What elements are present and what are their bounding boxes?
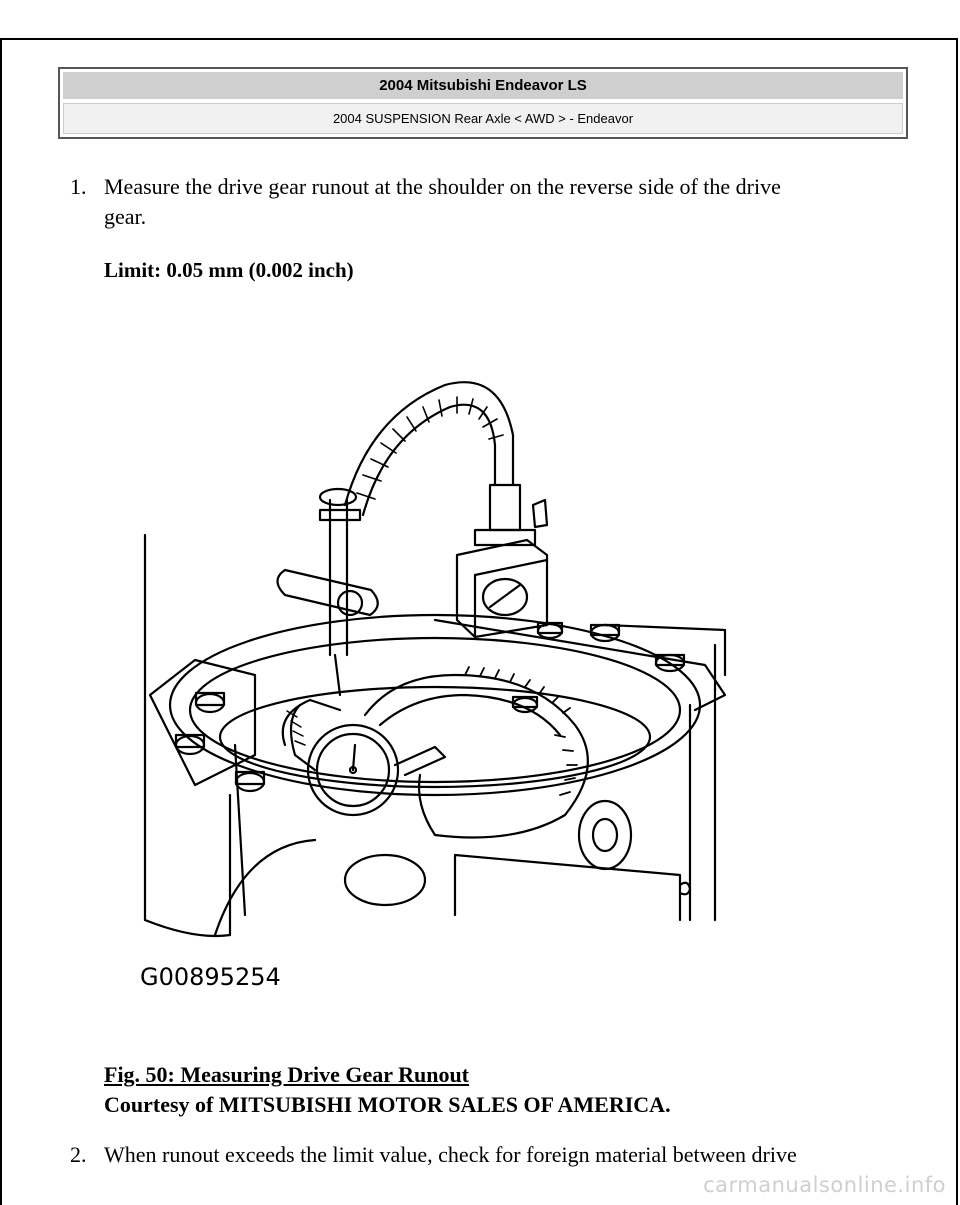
figure-code: G00895254 <box>140 963 281 991</box>
page-frame <box>0 38 958 1205</box>
step-number: 1. <box>70 174 87 199</box>
watermark: carmanualsonline.info <box>703 1173 946 1197</box>
limit-spec: Limit: 0.05 mm (0.002 inch) <box>104 258 354 282</box>
step-number: 2. <box>70 1142 87 1167</box>
step-text-continued: gear. <box>104 204 147 229</box>
step-text: Measure the drive gear runout at the sho… <box>104 174 781 199</box>
figure-drive-gear-runout: G00895254 <box>135 375 735 995</box>
document-header: 2004 Mitsubishi Endeavor LS 2004 SUSPENS… <box>58 67 908 139</box>
drive-gear-runout-illustration: G00895254 <box>140 381 727 991</box>
figure-caption[interactable]: Fig. 50: Measuring Drive Gear Runout <box>104 1062 470 1087</box>
header-title: 2004 Mitsubishi Endeavor LS <box>63 72 903 99</box>
figure-credit: Courtesy of MITSUBISHI MOTOR SALES OF AM… <box>104 1092 671 1117</box>
header-subtitle: 2004 SUSPENSION Rear Axle < AWD > - Ende… <box>63 103 903 134</box>
step-text: When runout exceeds the limit value, che… <box>104 1142 797 1167</box>
